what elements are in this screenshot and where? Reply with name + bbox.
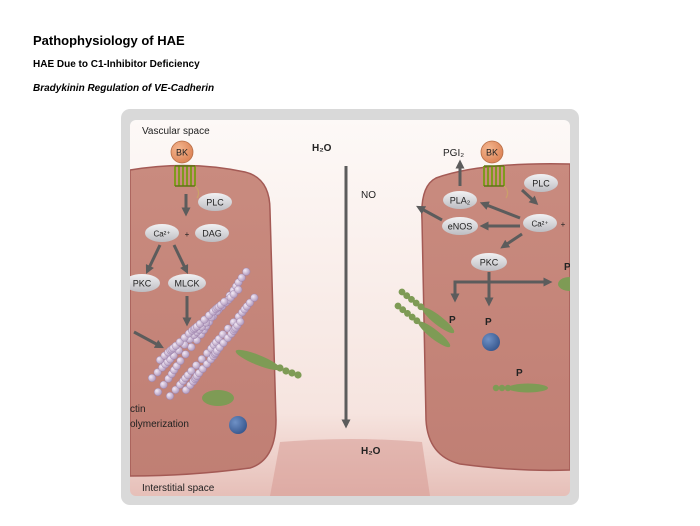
phospho-label-top-right: P xyxy=(564,262,570,273)
arrow-ca-pkc-left xyxy=(145,244,162,275)
receptor-tail-left xyxy=(194,185,200,199)
pkc-oval-right xyxy=(471,253,507,271)
actin-bead xyxy=(192,361,201,370)
actin-bead xyxy=(234,285,243,294)
actin-bead xyxy=(236,317,245,326)
actin-bead xyxy=(148,373,157,382)
bk-label-left: BK xyxy=(176,148,188,158)
pla2-oval xyxy=(443,191,477,209)
pla2-label: PLA₂ xyxy=(450,196,471,206)
page-subtitle: HAE Due to C1-Inhibitor Deficiency xyxy=(33,59,200,70)
mlck-oval-left xyxy=(168,274,206,292)
right-cell xyxy=(421,163,570,472)
plc-label-right: PLC xyxy=(532,179,550,189)
actin-bead xyxy=(220,297,229,306)
vascular-space-label: Vascular space xyxy=(142,126,210,137)
actin-bead xyxy=(187,343,196,352)
actin-bead xyxy=(166,392,175,401)
plc-oval-right xyxy=(524,174,558,192)
ve-cadherin-right xyxy=(394,288,455,348)
actin-bead xyxy=(159,380,168,389)
phospho-label-bottom: P xyxy=(516,368,523,379)
enos-label: eNOS xyxy=(448,222,473,232)
diagram-frame: Vascular space Interstitial space H₂O NO… xyxy=(121,109,579,505)
actin-bead xyxy=(154,388,163,397)
ca-label-right: Ca²⁺ xyxy=(531,220,548,229)
actin-bead xyxy=(242,267,251,276)
green-oval-right-edge xyxy=(558,277,570,291)
receptor-caps-right xyxy=(484,165,504,187)
page-title: Pathophysiology of HAE xyxy=(33,33,185,48)
pkc-oval-left xyxy=(130,274,160,292)
ca-oval-left xyxy=(145,224,179,242)
arrow-pkc-actin xyxy=(133,330,164,349)
pkc-label-left: PKC xyxy=(133,279,152,289)
section-title: Bradykinin Regulation of VE-Cadherin xyxy=(33,83,215,94)
actin-label-2: olymerization xyxy=(130,419,189,430)
receptor-caps-left xyxy=(175,165,195,187)
ve-cadherin-left xyxy=(235,349,302,379)
actin-bead xyxy=(176,356,185,365)
phospho-label-mid: P xyxy=(485,317,492,328)
actin-bead xyxy=(250,293,259,302)
actin-bead xyxy=(237,273,246,282)
arrow-pkc-branch xyxy=(450,272,491,303)
interstitial-ridge xyxy=(270,439,430,496)
green-oval-left xyxy=(202,390,234,406)
actin-filaments xyxy=(148,267,259,401)
arrow-ca-pkc-right xyxy=(500,232,523,249)
no-label: NO xyxy=(361,190,376,201)
pgi2-label: PGI₂ xyxy=(443,148,464,159)
interstitial-space-label: Interstitial space xyxy=(142,483,215,494)
ve-cadherin-fragment xyxy=(492,383,548,393)
bk-ligand-left xyxy=(170,140,194,164)
bk-receptor-right xyxy=(483,166,505,186)
dag-oval-left xyxy=(195,224,229,242)
plc-oval-left xyxy=(198,193,232,211)
blue-ball-left xyxy=(229,416,247,434)
ve-cadherin-molecule xyxy=(398,288,455,334)
mlck-label-left: MLCK xyxy=(174,279,199,289)
arrow-ca-pla2 xyxy=(479,201,521,220)
plus-left: + xyxy=(185,230,190,239)
plus-right: + xyxy=(561,220,566,229)
ve-cadherin-molecule xyxy=(394,302,451,348)
diagram-canvas: Vascular space Interstitial space H₂O NO… xyxy=(130,120,570,496)
plc-label-left: PLC xyxy=(206,198,224,208)
actin-bead xyxy=(171,385,180,394)
blue-ball-right xyxy=(482,333,500,351)
actin-bead xyxy=(197,355,206,364)
ca-label-left: Ca²⁺ xyxy=(153,230,170,239)
bk-receptor-left xyxy=(174,166,196,186)
water-top-label: H₂O xyxy=(312,143,332,154)
arrow-ca-mlck-left xyxy=(172,244,189,275)
bk-ligand-right xyxy=(480,140,504,164)
phospho-label-left: P xyxy=(449,315,456,326)
bk-label-right: BK xyxy=(486,148,498,158)
arrow-plc-ca-right xyxy=(520,188,539,206)
actin-bead xyxy=(181,350,190,359)
actin-label-1: ctin xyxy=(130,404,146,415)
water-bottom-label: H₂O xyxy=(361,446,381,457)
receptor-tail-right xyxy=(503,185,509,199)
dag-label-left: DAG xyxy=(202,229,222,239)
enos-oval xyxy=(442,217,478,235)
arrow-enos-no xyxy=(416,205,443,222)
actin-bead xyxy=(187,366,196,375)
ca-oval-right xyxy=(523,214,557,232)
pkc-label-right: PKC xyxy=(480,258,499,268)
